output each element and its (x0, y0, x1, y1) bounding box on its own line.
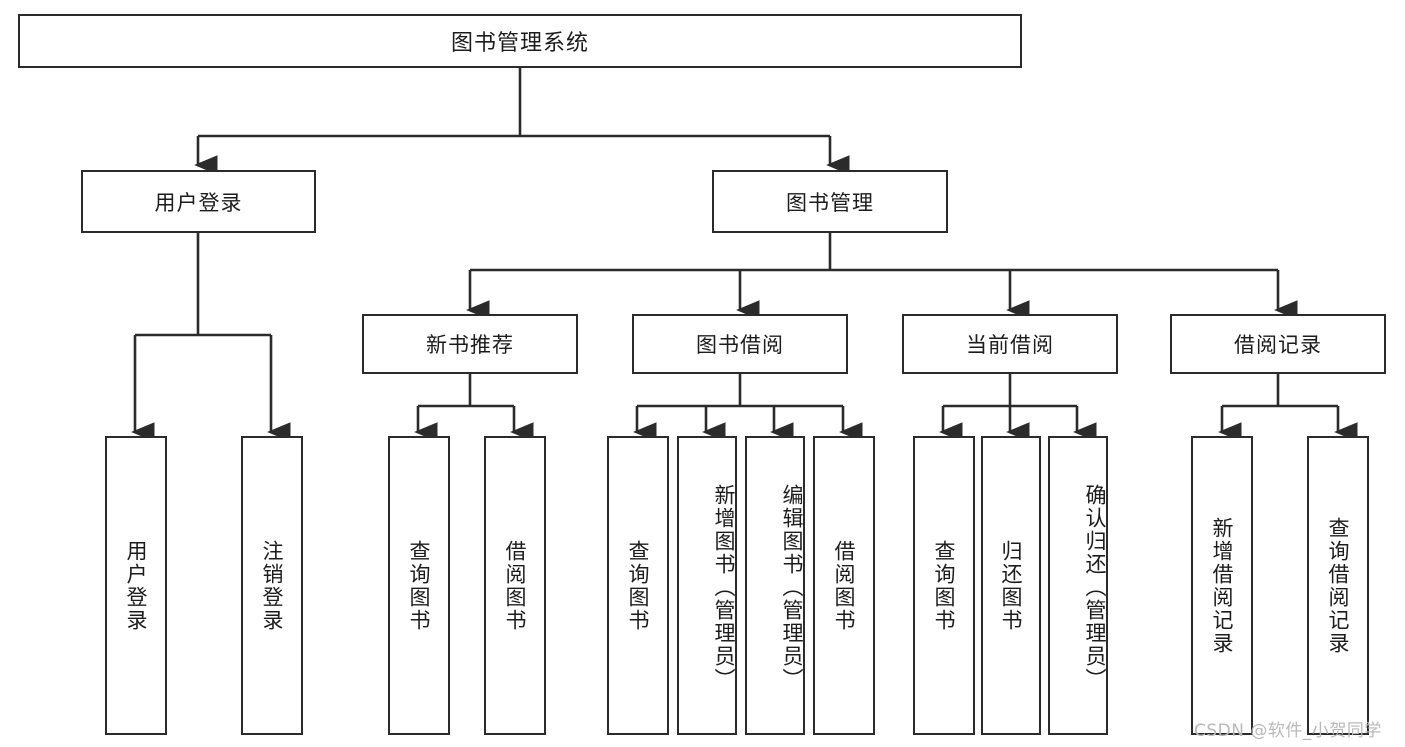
node-new-book-rec[interactable]: 新书推荐 (362, 314, 578, 374)
node-book-manage[interactable]: 图书管理 (712, 170, 948, 233)
node-user-login-label: 用户登录 (154, 190, 243, 215)
node-current-borrow[interactable]: 当前借阅 (902, 314, 1118, 374)
node-borrow-record[interactable]: 借阅记录 (1170, 314, 1386, 374)
leaf-return-book-label: 归还图书 (999, 539, 1024, 632)
leaf-logout-label: 注销登录 (260, 539, 285, 632)
node-book-borrow[interactable]: 图书借阅 (632, 314, 848, 374)
leaf-query-record[interactable]: 查询借阅记录 (1307, 436, 1369, 735)
node-book-manage-label: 图书管理 (786, 190, 874, 215)
leaf-query-book-2[interactable]: 查询图书 (607, 436, 669, 735)
leaf-query-book-1[interactable]: 查询图书 (388, 436, 450, 735)
leaf-add-book-label: 新增图书（管理员） (712, 484, 736, 691)
leaf-edit-book-label: 编辑图书（管理员） (780, 484, 804, 691)
node-user-login[interactable]: 用户登录 (81, 170, 316, 233)
leaf-add-record-label: 新增借阅记录 (1210, 516, 1235, 655)
leaf-query-book-2-label: 查询图书 (626, 539, 651, 632)
leaf-query-book-3-label: 查询图书 (932, 539, 957, 632)
leaf-confirm-return[interactable]: 确认归还（管理员） (1048, 436, 1108, 735)
node-book-borrow-label: 图书借阅 (696, 333, 784, 357)
leaf-add-book[interactable]: 新增图书（管理员） (677, 436, 737, 735)
leaf-query-record-label: 查询借阅记录 (1326, 516, 1351, 655)
leaf-query-book-3[interactable]: 查询图书 (913, 436, 975, 735)
leaf-borrow-book-2-label: 借阅图书 (832, 539, 857, 632)
node-root[interactable]: 图书管理系统 (18, 14, 1022, 68)
leaf-borrow-book-2[interactable]: 借阅图书 (813, 436, 875, 735)
leaf-return-book[interactable]: 归还图书 (981, 436, 1041, 735)
node-new-book-rec-label: 新书推荐 (426, 333, 514, 357)
node-borrow-record-label: 借阅记录 (1234, 333, 1322, 357)
node-current-borrow-label: 当前借阅 (966, 333, 1054, 357)
leaf-query-book-1-label: 查询图书 (407, 539, 432, 632)
leaf-user-login-label: 用户登录 (124, 539, 149, 632)
csdn-watermark: CSDN @软件_小贺同学 (1194, 721, 1382, 741)
leaf-logout[interactable]: 注销登录 (241, 436, 303, 735)
leaf-add-record[interactable]: 新增借阅记录 (1191, 436, 1253, 735)
leaf-edit-book[interactable]: 编辑图书（管理员） (745, 436, 805, 735)
leaf-user-login[interactable]: 用户登录 (105, 436, 167, 735)
leaf-confirm-return-label: 确认归还（管理员） (1083, 484, 1107, 691)
node-root-label: 图书管理系统 (450, 31, 589, 56)
leaf-borrow-book-1[interactable]: 借阅图书 (484, 436, 546, 735)
leaf-borrow-book-1-label: 借阅图书 (503, 539, 528, 632)
